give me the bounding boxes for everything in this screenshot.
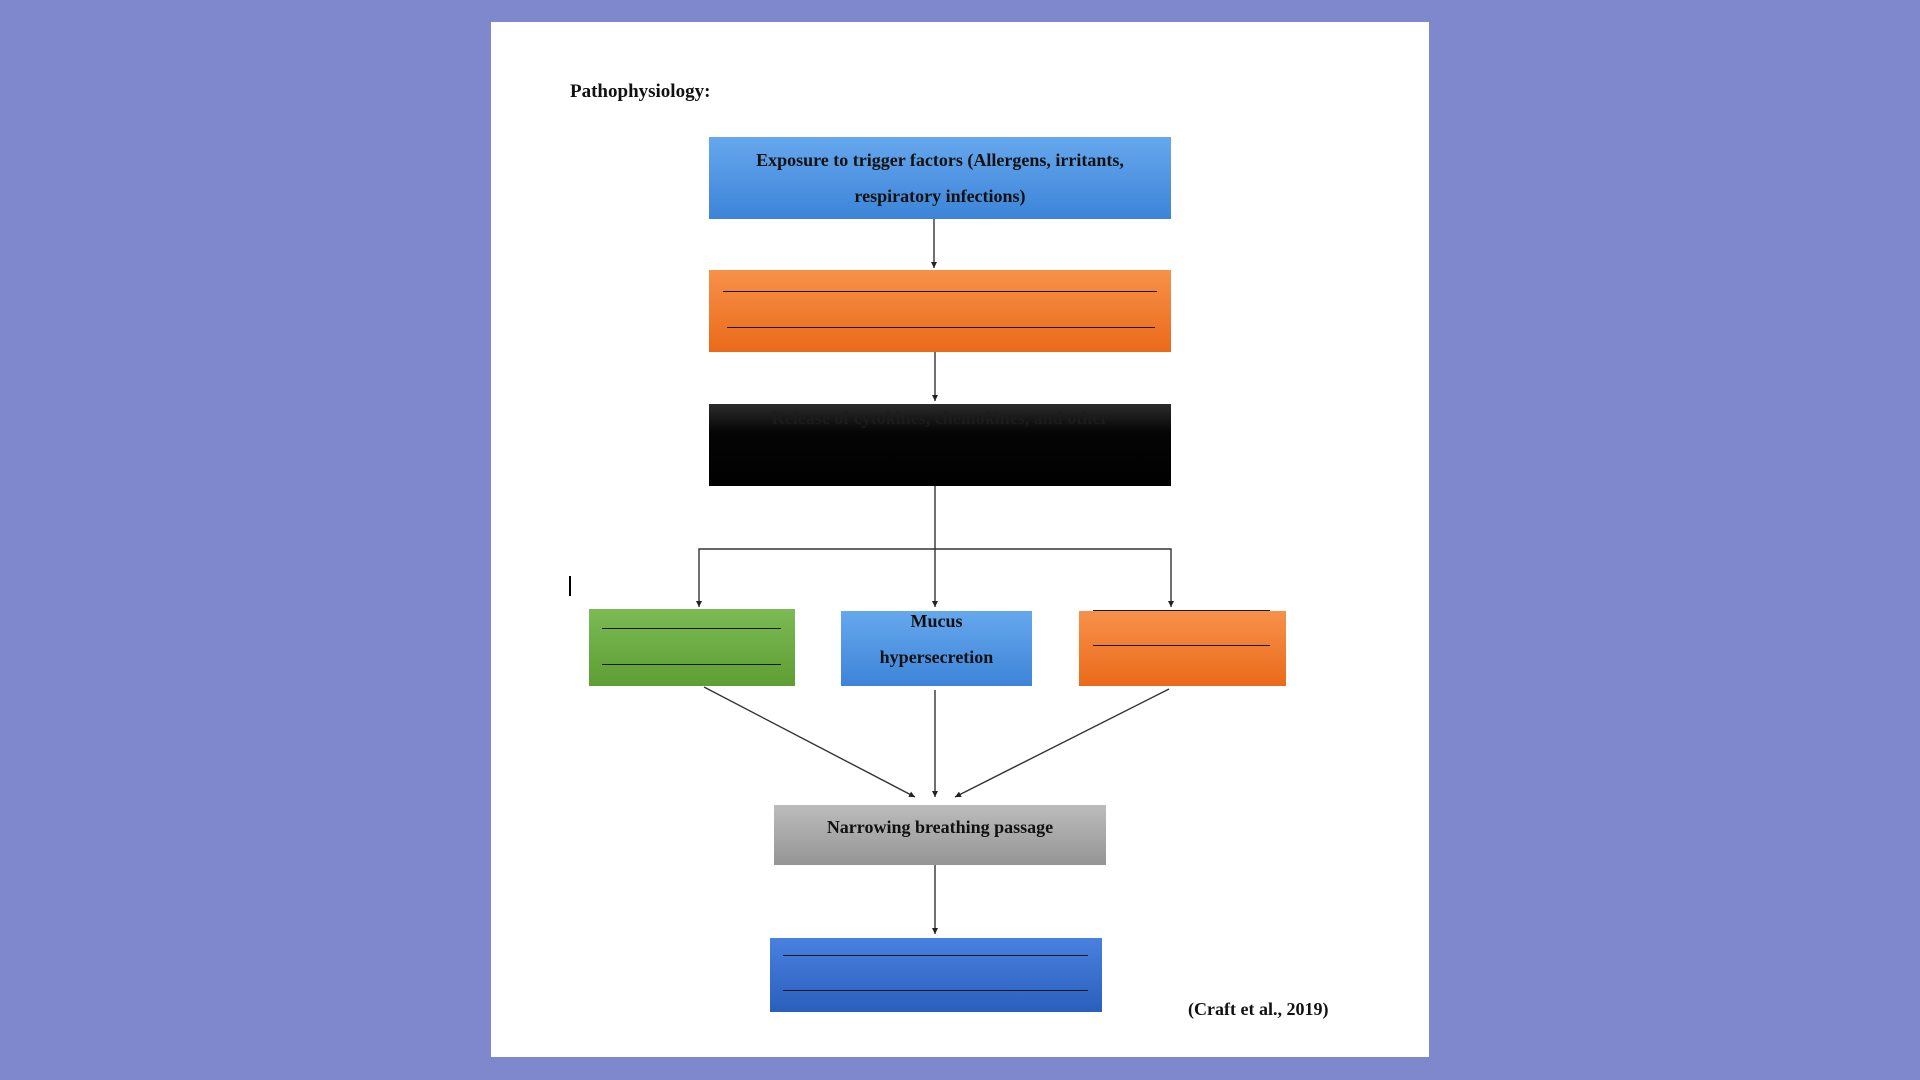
arrow-green-to-narrowing <box>703 686 916 798</box>
release-line-1: Release of cytokines, chemokines, and ot… <box>771 408 1109 428</box>
trigger-line-2: respiratory infections) <box>854 186 1026 206</box>
blank-navy-box <box>770 938 1102 1012</box>
blank-orange-box-small <box>1079 610 1286 686</box>
document-page: Pathophysiology: Exposure to trigger fac… <box>491 22 1429 1057</box>
blank-line <box>723 291 1157 292</box>
mucus-line-2: hypersecretion <box>879 647 994 667</box>
citation: (Craft et al., 2019) <box>1188 999 1329 1019</box>
text-cursor <box>569 576 571 596</box>
narrowing-breathing-passage-box: Narrowing breathing passage <box>774 805 1106 865</box>
trigger-line-1: Exposure to trigger factors (Allergens, … <box>756 150 1124 170</box>
arrow-orange-to-narrowing <box>954 688 1170 798</box>
narrowing-line-1: Narrowing breathing passage <box>826 817 1054 837</box>
trigger-factors-box: Exposure to trigger factors (Allergens, … <box>709 137 1171 219</box>
blank-line <box>727 327 1155 328</box>
mucus-line-1: Mucus <box>910 611 963 631</box>
branch-right <box>935 548 1174 607</box>
blank-orange-box <box>709 270 1171 352</box>
mucus-hypersecretion-box: Mucus hypersecretion <box>841 611 1032 686</box>
blank-line <box>783 990 1088 991</box>
flow-connectors <box>696 219 1174 934</box>
blank-green-box <box>589 609 795 686</box>
blank-line <box>1093 645 1270 646</box>
blank-line <box>783 955 1088 956</box>
page-heading: Pathophysiology: <box>570 81 711 102</box>
release-box: Release of cytokines, chemokines, and ot… <box>709 404 1171 486</box>
blank-line <box>1093 610 1270 611</box>
blank-line <box>602 628 781 629</box>
blank-line <box>602 664 781 665</box>
branch-left <box>696 548 935 607</box>
